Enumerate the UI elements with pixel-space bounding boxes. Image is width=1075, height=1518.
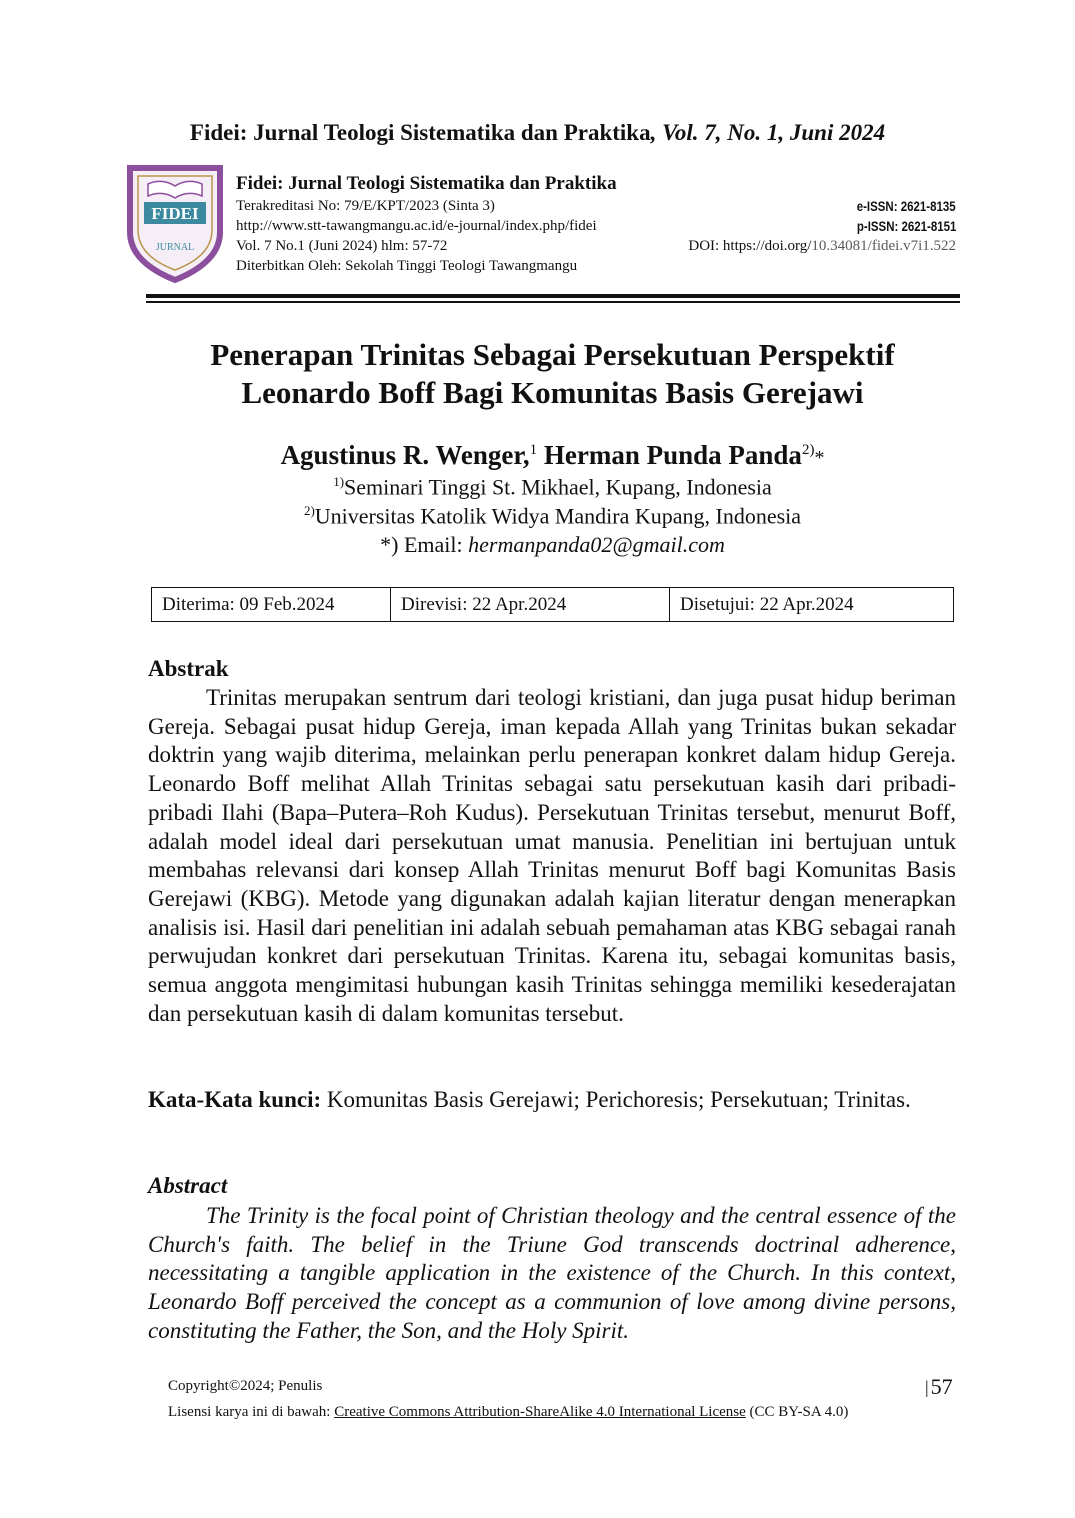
license-prefix: Lisensi karya ini di bawah: [168, 1404, 335, 1420]
author-2: Herman Punda Panda [537, 440, 802, 470]
logo-top-text: FIDEI [151, 204, 199, 223]
license-suffix: (CC BY-SA 4.0) [745, 1404, 849, 1420]
keywords-list: Komunitas Basis Gerejawi; Perichoresis; … [321, 1087, 911, 1112]
p-issn: p-ISSN: 2621-8151 [856, 218, 956, 234]
dates-table: Diterima: 09 Feb.2024 Direvisi: 22 Apr.2… [151, 587, 954, 622]
email-label: *) Email: [380, 532, 469, 557]
doi-prefix: DOI: https://doi.org/ [688, 238, 812, 254]
logo-bottom-text: JURNAL [156, 242, 194, 253]
keywords: Kata-Kata kunci: Komunitas Basis Gerejaw… [148, 1086, 956, 1115]
author-1-sup: 1 [529, 442, 538, 458]
header-rule-thin [146, 301, 960, 303]
abstract-body: The Trinity is the focal point of Christ… [148, 1203, 956, 1343]
volume-pages: Vol. 7 No.1 (Juni 2024) hlm: 57-72 [236, 238, 448, 254]
journal-info: Fidei: Jurnal Teologi Sistematika dan Pr… [236, 172, 956, 276]
journal-name: Fidei: Jurnal Teologi Sistematika dan Pr… [236, 173, 617, 194]
running-header-volume: , Vol. 7, No. 1, Juni 2024 [650, 120, 886, 145]
publisher: Diterbitkan Oleh: Sekolah Tinggi Teologi… [236, 258, 578, 274]
running-header-journal: Fidei: Jurnal Teologi Sistematika dan Pr… [189, 120, 651, 145]
page-number: 57 [930, 1374, 953, 1399]
date-accepted: Disetujui: 22 Apr.2024 [669, 587, 954, 622]
date-received: Diterima: 09 Feb.2024 [151, 587, 391, 622]
running-header: Fidei: Jurnal Teologi Sistematika dan Pr… [0, 120, 1075, 146]
author-1: Agustinus R. Wenger, [280, 440, 530, 470]
author-2-sup: 2) [801, 442, 815, 458]
header-rule-thick [146, 294, 960, 298]
abstrak-body: Trinitas merupakan sentrum dari teologi … [148, 685, 956, 1026]
abstract-heading: Abstract [148, 1173, 228, 1198]
journal-url[interactable]: http://www.stt-tawangmangu.ac.id/e-journ… [236, 218, 597, 234]
affiliation-1-sup: 1) [333, 474, 345, 489]
doi[interactable]: DOI: https://doi.org/10.34081/fidei.v7i1… [688, 236, 956, 256]
abstrak-heading: Abstrak [148, 656, 229, 681]
license-link[interactable]: Creative Commons Attribution-ShareAlike … [334, 1404, 746, 1420]
keywords-label: Kata-Kata kunci: [148, 1087, 322, 1112]
journal-logo: FIDEI JURNAL [127, 165, 223, 284]
affiliation-2-sup: 2) [303, 503, 315, 518]
date-revised: Direvisi: 22 Apr.2024 [390, 587, 670, 622]
article-title: Penerapan Trinitas Sebagai Persekutuan P… [120, 336, 985, 412]
doi-number: 10.34081/fidei.v7i1.522 [811, 238, 956, 254]
corresponding-mark: * [814, 447, 825, 469]
license-line: Lisensi karya ini di bawah: Creative Com… [168, 1404, 848, 1421]
article-title-line-2: Leonardo Boff Bagi Komunitas Basis Gerej… [241, 375, 864, 410]
email-line: *) Email: hermanpanda02@gmail.com [120, 532, 985, 558]
e-issn: e-ISSN: 2621-8135 [857, 198, 956, 214]
authors: Agustinus R. Wenger,1 Herman Punda Panda… [120, 440, 985, 471]
page-number-block: |57 [925, 1374, 953, 1400]
accreditation: Terakreditasi No: 79/E/KPT/2023 (Sinta 3… [236, 198, 495, 214]
article-title-line-1: Penerapan Trinitas Sebagai Persekutuan P… [210, 337, 895, 372]
affiliation-2: 2)Universitas Katolik Widya Mandira Kupa… [120, 503, 985, 529]
affiliation-1-text: Seminari Tinggi St. Mikhael, Kupang, Ind… [344, 474, 772, 500]
page-number-divider: | [925, 1377, 929, 1397]
affiliation-2-text: Universitas Katolik Widya Mandira Kupang… [314, 503, 802, 529]
copyright: Copyright©2024; Penulis [168, 1378, 323, 1394]
email-address[interactable]: hermanpanda02@gmail.com [468, 532, 725, 557]
affiliation-1: 1)Seminari Tinggi St. Mikhael, Kupang, I… [120, 474, 985, 500]
dates-row: Diterima: 09 Feb.2024 Direvisi: 22 Apr.2… [151, 587, 954, 622]
